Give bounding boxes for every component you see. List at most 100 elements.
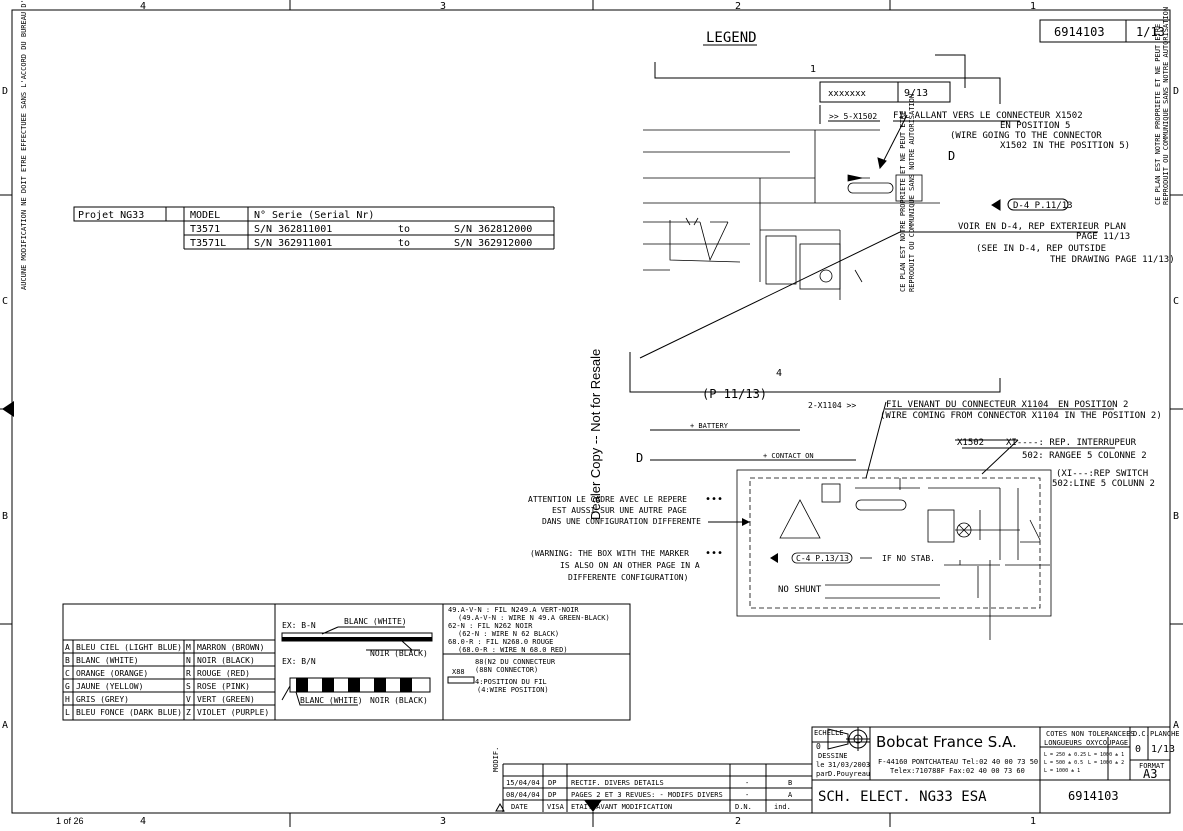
center-mark-bottom-icon — [584, 800, 602, 812]
col-label-3-bottom: 3 — [440, 816, 446, 827]
incoming-ref: 2-X1104 >> — [808, 401, 856, 410]
wire-example-white-2: BLANC (WHITE) — [300, 696, 363, 705]
schematic-inset-top — [643, 129, 940, 300]
col-label-4-bottom: 4 — [140, 816, 146, 827]
rev-b-date: 15/04/04 — [506, 779, 540, 787]
company-telex: Telex:710788F Fax:02 40 00 73 60 — [890, 767, 1025, 775]
page-p-label: (P 11/13) — [702, 387, 767, 401]
company-address: F-44160 PONTCHATEAU Tel:02 40 00 73 50 — [878, 758, 1038, 766]
color-name-v: VERT (GREEN) — [197, 695, 255, 704]
color-name-r: ROUGE (RED) — [197, 669, 250, 678]
color-name-g: JAUNE (YELLOW) — [76, 682, 143, 691]
tolerance-title: COTES NON TOLERANCEES — [1046, 730, 1135, 738]
color-name-m: MARRON (BROWN) — [197, 643, 264, 652]
rev-b-visa: DP — [548, 779, 556, 787]
format-label: FORMAT — [1139, 762, 1165, 770]
projection-symbol-icon — [827, 727, 870, 751]
rev-a-text: PAGES 2 ET 3 REVUES: - MODIFS DIVERS — [571, 791, 723, 799]
row-label-c-right: C — [1173, 296, 1179, 307]
serial-from-1: S/N 362811001 — [254, 224, 332, 235]
rev-header-ind: ind. — [774, 803, 791, 811]
color-name-b: BLANC (WHITE) — [76, 656, 139, 665]
attention-fr-1: ATTENTION LE CADRE AVEC LE REPERE — [528, 495, 687, 504]
color-code-a: A — [65, 643, 70, 652]
row-label-d: D — [2, 86, 8, 97]
attention-fr-2: EST AUSSI SUR UNE AUTRE PAGE — [552, 506, 687, 515]
color-code-l: L — [65, 708, 70, 717]
revision-triangle-icon — [495, 802, 505, 812]
rev-a-visa: DP — [548, 791, 556, 799]
dc-label: D.C. — [1133, 730, 1150, 738]
color-name-s: ROSE (PINK) — [197, 682, 250, 691]
tol-header-oxy: OXYCOUPAGE — [1086, 739, 1128, 747]
incoming-line-2: EN POSITION 2 — [1058, 400, 1128, 410]
col-label-1-bottom: 1 — [1030, 816, 1036, 827]
wire-note-letter: D — [948, 149, 955, 163]
battery-label: + BATTERY — [690, 422, 729, 430]
wire-code-2: (49.A-V-N : WIRE N 49.A GREEN-BLACK) — [458, 614, 610, 622]
color-code-z: Z — [186, 708, 191, 717]
model-t3571: T3571 — [190, 224, 220, 235]
color-code-s: S — [186, 682, 191, 691]
rev-a-date: 08/04/04 — [506, 791, 540, 799]
tol-value-3: L = 1000 ± 1 — [1044, 768, 1080, 774]
color-legend — [62, 603, 631, 721]
serial-to-word-2: to — [398, 238, 410, 249]
model-t3571l: T3571L — [190, 238, 226, 249]
color-name-c: ORANGE (ORANGE) — [76, 669, 148, 678]
wire-code-5: 68.0-R : FIL N268.0 ROUGE — [448, 638, 553, 646]
connector-code-4: (4:WIRE POSITION) — [477, 686, 549, 694]
tol-header-lengths: LONGUEURS — [1044, 739, 1082, 747]
rev-header-date: DATE — [511, 803, 528, 811]
row-label-b-right: B — [1173, 511, 1179, 522]
rev-a-dn: - — [745, 791, 749, 799]
col-label-2: 2 — [735, 1, 741, 12]
tol-value-1: L = 250 ± 0.25 — [1044, 752, 1086, 758]
incoming-line-1: FIL VENANT DU CONNECTEUR X1104 — [886, 400, 1049, 410]
attention-fr-3: DANS UNE CONFIGURATION DIFFERENTE — [542, 517, 701, 526]
serial-to-word-1: to — [398, 224, 410, 235]
exterior-line-3: (SEE IN D-4, REP OUTSIDE — [976, 244, 1106, 254]
page-indicator: 1 of 26 — [56, 816, 84, 826]
planche-label: PLANCHE — [1150, 730, 1180, 738]
revision-table — [502, 732, 813, 812]
row-label-a: A — [2, 720, 8, 731]
switch-line-2: 502: RANGEE 5 COLONNE 2 — [1022, 451, 1147, 461]
letter-d-lower: D — [636, 451, 643, 465]
by-label: par — [816, 770, 829, 778]
wire-note-line-4: X1502 IN THE POSITION 5) — [1000, 141, 1130, 151]
color-name-h: GRIS (GREY) — [76, 695, 129, 704]
color-name-l: BLEU FONCE (DARK BLUE) — [76, 708, 182, 717]
col-label-1: 1 — [1030, 1, 1036, 12]
color-code-c: C — [65, 669, 70, 678]
exterior-line-1: VOIR EN D-4, REP EXTERIEUR PLAN — [958, 222, 1126, 232]
box-bubble: C-4 P.13/13 — [796, 554, 849, 563]
tol-value-4: L = 1000 ± 1 — [1088, 752, 1124, 758]
connector-code-2: (88N CONNECTOR) — [475, 666, 538, 674]
exterior-line-4: THE DRAWING PAGE 11/13) — [1050, 255, 1175, 265]
ref-box-page: 9/13 — [904, 88, 928, 99]
format-value: A3 — [1143, 767, 1157, 781]
connector-symbol-icon — [447, 676, 475, 684]
side-note-right-1: CE PLAN EST NOTRE PROPRIETE ET NE PEUT E… — [1154, 24, 1162, 205]
color-code-v: V — [186, 695, 191, 704]
rev-header-text: ETAIT AVANT MODIFICATION — [571, 803, 672, 811]
row-label-d-right: D — [1173, 86, 1179, 97]
model-header: MODEL — [190, 210, 220, 221]
wire-example-black-2: NOIR (BLACK) — [370, 696, 428, 705]
exterior-line-2: PAGE 11/13 — [1076, 232, 1130, 242]
tol-value-2: L = 500 ± 0.5 — [1044, 760, 1083, 766]
connector-tag: X88 — [452, 668, 465, 676]
col-label-4: 4 — [140, 1, 146, 12]
title-block — [811, 726, 1171, 814]
wire-code-6: (68.0-R : WIRE N 68.0 RED) — [458, 646, 568, 654]
wire-code-4: (62-N : WIRE N 62 BLACK) — [458, 630, 559, 638]
wire-code-3: 62-N : FIL N262 NOIR — [448, 622, 533, 630]
rev-b-text: RECTIF. DIVERS DETAILS — [571, 779, 664, 787]
wire-sample-1-stripe — [282, 637, 432, 641]
rev-header-dn: D.N. — [735, 803, 752, 811]
col-label-3: 3 — [440, 1, 446, 12]
wire-note-line-1: FIL ALLANT VERS LE CONNECTEUR X1502 — [893, 111, 1083, 121]
dots-2: ••• — [705, 548, 723, 559]
